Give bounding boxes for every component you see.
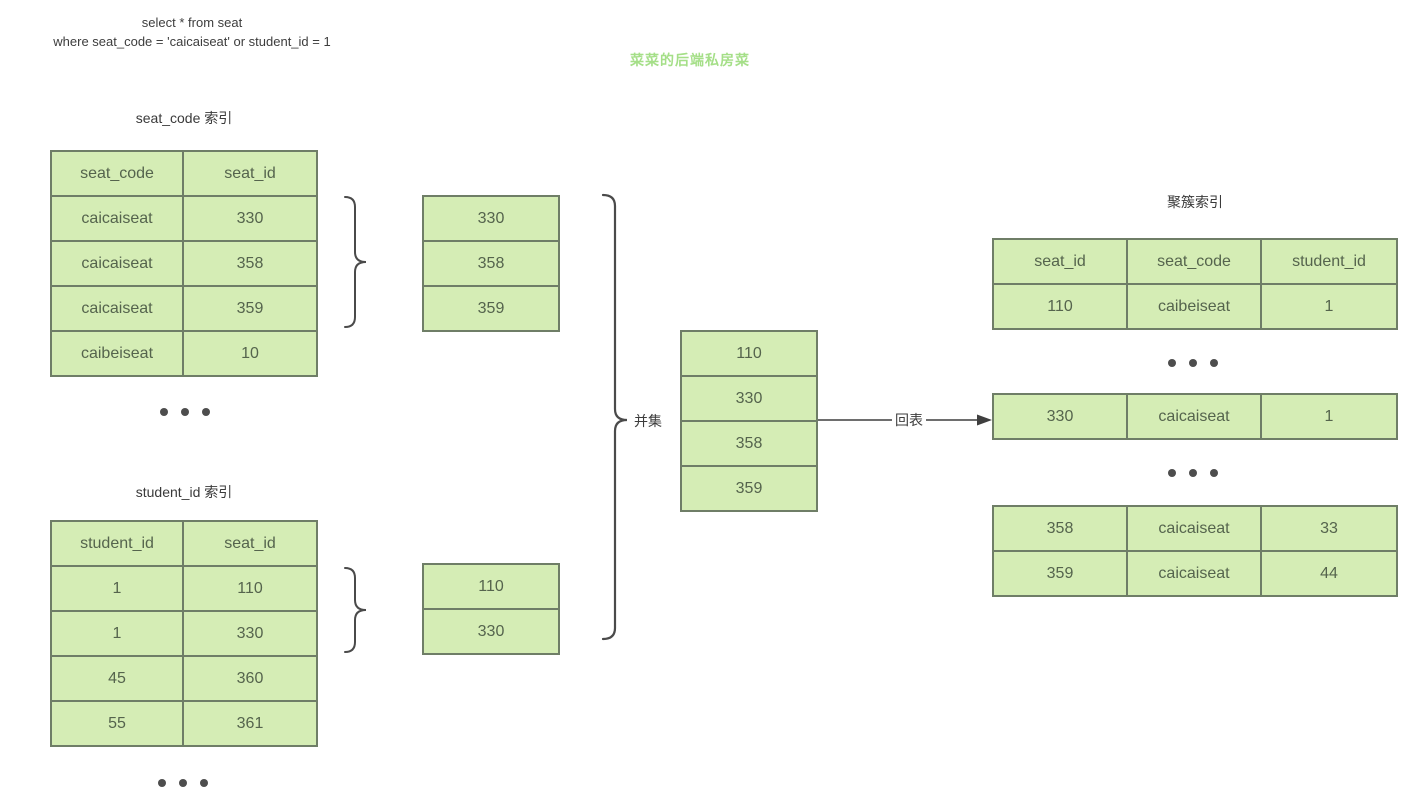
union-brace-icon bbox=[601, 193, 628, 641]
watermark-text: 菜菜的后端私房菜 bbox=[630, 52, 750, 68]
table-cell: caibeiseat bbox=[1128, 285, 1260, 328]
table-cell: caicaiseat bbox=[1128, 552, 1260, 595]
table-cell: 44 bbox=[1262, 552, 1396, 595]
table-cell: 358 bbox=[424, 242, 558, 285]
table-cell: 330 bbox=[184, 612, 316, 655]
table-cell: 33 bbox=[1262, 507, 1396, 550]
union-label: 并集 bbox=[634, 413, 662, 429]
table-cell: 360 bbox=[184, 657, 316, 700]
seat-code-matches-table: 330 358 359 bbox=[422, 195, 560, 332]
table-cell: 359 bbox=[682, 467, 816, 510]
brace-icon bbox=[344, 196, 367, 328]
table-cell: 110 bbox=[184, 567, 316, 610]
table-cell: caicaiseat bbox=[1128, 507, 1260, 550]
table-cell: 358 bbox=[682, 422, 816, 465]
table-cell: caicaiseat bbox=[52, 287, 182, 330]
sql-query-text: select * from seat where seat_code = 'ca… bbox=[8, 13, 376, 51]
table-header-cell: seat_code bbox=[52, 152, 182, 195]
table-cell: 1 bbox=[52, 567, 182, 610]
table-cell: 110 bbox=[994, 285, 1126, 328]
union-result-table: 110 330 358 359 bbox=[680, 330, 818, 512]
table-cell: 1 bbox=[1262, 285, 1396, 328]
brace-icon bbox=[344, 567, 367, 653]
table-cell: caicaiseat bbox=[52, 242, 182, 285]
clustered-index-table: seat_id seat_code student_id 110 caibeis… bbox=[992, 238, 1398, 330]
table-cell: 1 bbox=[1262, 395, 1396, 438]
ellipsis-icon bbox=[1168, 469, 1218, 477]
table-cell: 330 bbox=[682, 377, 816, 420]
student-id-index-title: student_id 索引 bbox=[135, 484, 233, 500]
back-to-table-label: 回表 bbox=[892, 410, 926, 430]
seat-code-index-table: seat_code seat_id caicaiseat 330 caicais… bbox=[50, 150, 318, 377]
table-header-cell: seat_id bbox=[184, 152, 316, 195]
table-cell: 110 bbox=[424, 565, 558, 608]
table-cell: 1 bbox=[52, 612, 182, 655]
clustered-index-tail-rows: 358 caicaiseat 33 359 caicaiseat 44 bbox=[992, 505, 1398, 597]
table-cell: 10 bbox=[184, 332, 316, 375]
ellipsis-icon bbox=[158, 779, 208, 787]
table-header-cell: seat_id bbox=[994, 240, 1126, 283]
table-cell: 359 bbox=[184, 287, 316, 330]
table-cell: 359 bbox=[994, 552, 1126, 595]
table-cell: 358 bbox=[184, 242, 316, 285]
table-cell: 330 bbox=[424, 610, 558, 653]
student-id-matches-table: 110 330 bbox=[422, 563, 560, 655]
sql-query-line1: select * from seat bbox=[141, 15, 243, 30]
table-cell: 361 bbox=[184, 702, 316, 745]
table-cell: 330 bbox=[424, 197, 558, 240]
seat-code-index-title: seat_code 索引 bbox=[135, 110, 233, 126]
table-header-cell: student_id bbox=[52, 522, 182, 565]
table-cell: 359 bbox=[424, 287, 558, 330]
table-cell: caibeiseat bbox=[52, 332, 182, 375]
table-cell: 358 bbox=[994, 507, 1126, 550]
ellipsis-icon bbox=[1168, 359, 1218, 367]
table-header-cell: seat_code bbox=[1128, 240, 1260, 283]
table-cell: 330 bbox=[184, 197, 316, 240]
table-header-cell: student_id bbox=[1262, 240, 1396, 283]
ellipsis-icon bbox=[160, 408, 210, 416]
sql-query-line2: where seat_code = 'caicaiseat' or studen… bbox=[53, 34, 331, 49]
clustered-index-lookup-row: 330 caicaiseat 1 bbox=[992, 393, 1398, 440]
table-cell: 330 bbox=[994, 395, 1126, 438]
student-id-index-table: student_id seat_id 1 110 1 330 45 360 55… bbox=[50, 520, 318, 747]
table-cell: caicaiseat bbox=[52, 197, 182, 240]
table-cell: 45 bbox=[52, 657, 182, 700]
table-cell: caicaiseat bbox=[1128, 395, 1260, 438]
clustered-index-title: 聚簇索引 bbox=[1167, 194, 1223, 210]
table-cell: 55 bbox=[52, 702, 182, 745]
table-cell: 110 bbox=[682, 332, 816, 375]
table-header-cell: seat_id bbox=[184, 522, 316, 565]
